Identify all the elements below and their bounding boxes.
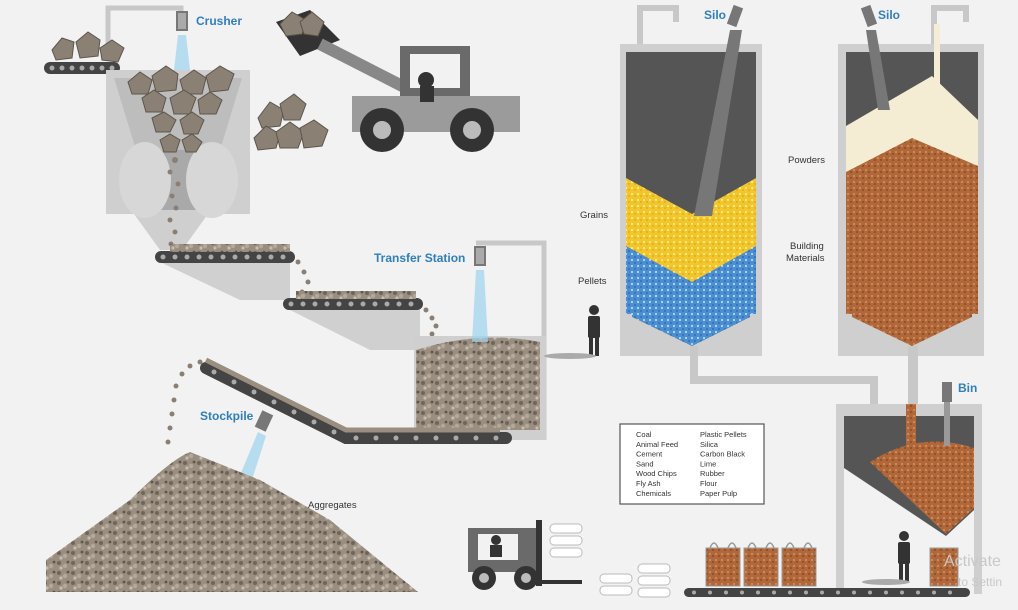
bulk-bags <box>705 542 959 587</box>
silo-right-chute <box>866 24 940 110</box>
legend-item: Coal <box>636 430 652 439</box>
transfer-station-title: Transfer Station <box>374 251 465 265</box>
forklift-icon <box>468 520 582 590</box>
input-rocks <box>51 31 125 63</box>
crusher-sprayer-icon <box>174 11 190 70</box>
stacked-bags <box>549 523 671 598</box>
pellets-label: Pellets <box>578 276 607 287</box>
legend-item: Animal Feed <box>636 440 678 449</box>
legend-item: Plastic Pellets <box>700 430 747 439</box>
stockpile-sprayer-icon <box>238 410 274 486</box>
person-icon-1 <box>544 305 600 359</box>
legend-item: Sand <box>636 459 654 468</box>
silo-right-structure <box>838 5 984 404</box>
building-materials-label-line2: Materials <box>786 253 825 264</box>
bin-title: Bin <box>958 381 977 395</box>
transfer-sprayer-icon <box>472 246 488 342</box>
legend-item: Paper Pulp <box>700 489 737 498</box>
gravel-fall-2 <box>423 307 439 337</box>
materials-legend <box>619 423 765 505</box>
legend-item: Fly Ash <box>636 479 661 488</box>
watermark-line-2: to Settin <box>958 575 1002 589</box>
bag-conveyor <box>684 588 970 597</box>
gravel-arc <box>165 359 203 445</box>
silo-right-sprayer-icon <box>860 4 878 28</box>
powders-label: Powders <box>788 155 825 166</box>
conveyor-1 <box>155 244 295 300</box>
watermark-line-1: Activate <box>944 553 1001 570</box>
silo-right-title: Silo <box>878 8 900 22</box>
bin-sprayer-icon <box>942 382 952 446</box>
silo-left-title: Silo <box>704 8 726 22</box>
loader-icon <box>276 10 520 152</box>
legend-item: Cement <box>636 450 663 459</box>
aggregates-label: Aggregates <box>308 500 357 511</box>
conveyor-2 <box>283 291 423 350</box>
legend-item: Carbon Black <box>700 450 745 459</box>
silo-left-sprayer-icon <box>726 4 744 28</box>
gravel-fall-1 <box>295 259 311 295</box>
rock-pile-small <box>253 93 329 151</box>
stockpile-conveyor <box>200 357 512 444</box>
legend-item: Flour <box>700 479 718 488</box>
crusher-rocks <box>127 65 235 153</box>
transfer-station-structure <box>414 240 547 440</box>
crusher-title: Crusher <box>196 14 242 28</box>
legend-item: Lime <box>700 459 716 468</box>
aggregates-pile <box>46 452 418 592</box>
legend-item: Wood Chips <box>636 469 677 478</box>
bin-structure <box>836 404 982 594</box>
legend-item: Rubber <box>700 469 725 478</box>
silo-left-structure <box>620 5 878 404</box>
stockpile-title: Stockpile <box>200 409 254 423</box>
grains-label: Grains <box>580 210 608 221</box>
crusher-output-gravel <box>167 157 181 247</box>
person-icon-2 <box>862 531 910 585</box>
crusher-input-conveyor <box>44 62 120 74</box>
legend-item: Silica <box>700 440 719 449</box>
silo-left-chute <box>694 30 742 216</box>
building-materials-label-line1: Building <box>790 241 824 252</box>
legend-item: Chemicals <box>636 489 671 498</box>
